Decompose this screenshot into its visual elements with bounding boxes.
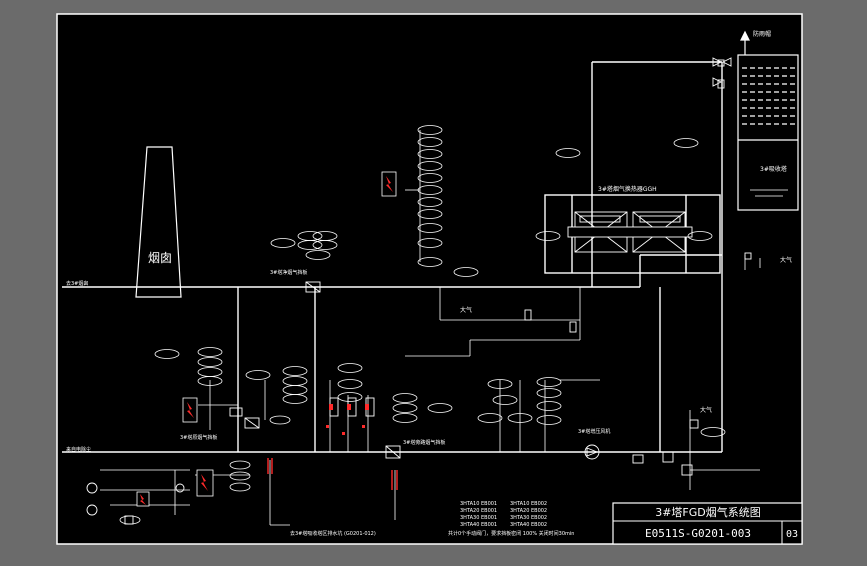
absorber-vent-label: 防雨帽	[753, 30, 771, 38]
legend-code: 3HTA10 EB002	[510, 501, 547, 507]
chimney-label: 烟囱	[148, 251, 172, 265]
drawing-sheet	[56, 13, 803, 545]
legend-codes: 3HTA10 EB001 3HTA20 EB001 3HTA30 EB001 3…	[460, 501, 547, 528]
flue-lines	[62, 61, 723, 453]
sheet-number: 03	[786, 529, 798, 540]
bypass-damper-label: 3#塔旁路烟气挡板	[403, 439, 445, 446]
instrument-bubbles	[119, 125, 726, 525]
absorber-label: 3#吸收塔	[760, 165, 787, 173]
absorber-tower	[737, 30, 799, 211]
legend-code: 3HTA40 EB001	[460, 522, 497, 528]
atmosphere-label-3: 大气	[700, 406, 712, 414]
ggh-heater	[567, 211, 693, 253]
legend-code: 3HTA40 EB002	[510, 522, 547, 528]
legend-code: 3HTA30 EB001	[460, 515, 497, 521]
drawing-number: E0511S-G0201-003	[645, 527, 751, 540]
legend-code: 3HTA20 EB002	[510, 508, 547, 514]
ggh-label: 3#塔烟气换热器GGH	[598, 185, 657, 193]
red-elements	[136, 171, 398, 507]
note-line: 共计0个手动阀门，要求挡板密闭 100% 关闭时间30min	[448, 530, 574, 537]
booster-fan-label: 3#塔增压风机	[578, 428, 610, 435]
legend-code: 3HTA30 EB002	[510, 515, 547, 521]
title-block: 3#塔FGD烟气系统图 E0511S-G0201-003 03	[612, 502, 803, 545]
atmosphere-label-1: 大气	[460, 306, 472, 314]
raw-damper-label: 3#塔原烟气挡板	[180, 434, 217, 441]
outlet-flue-label: 去3#烟囱	[66, 280, 88, 287]
atmosphere-label-2: 大气	[780, 256, 792, 264]
legend-code: 3HTA10 EB001	[460, 501, 497, 507]
clean-damper-label: 3#塔净烟气挡板	[270, 269, 307, 276]
drain-note: 去3#塔吸收塔区排水坑 (G0201-012)	[290, 530, 376, 537]
drawing-title: 3#塔FGD烟气系统图	[655, 505, 761, 519]
legend-code: 3HTA20 EB001	[460, 508, 497, 514]
chimney: 烟囱	[135, 146, 182, 298]
inlet-flue-label: 来自电除尘	[66, 446, 91, 453]
